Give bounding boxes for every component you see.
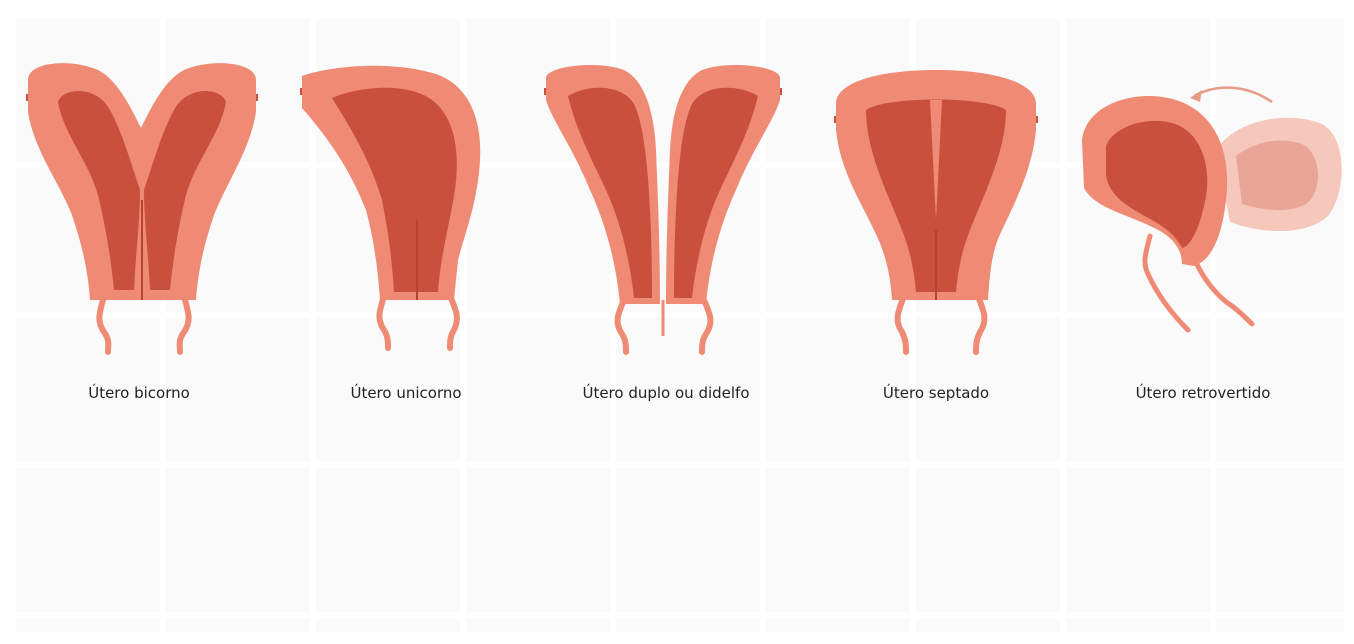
rotation-arrow [1194, 88, 1272, 102]
figure-didelfo [538, 0, 788, 420]
uterus-retrovertido-illustration [1066, 0, 1354, 380]
caption-didelfo: Útero duplo ou didelfo [582, 384, 749, 406]
uterus-unicorno-illustration [290, 0, 490, 380]
figure-septado [826, 0, 1046, 420]
caption-bicorno: Útero bicorno [88, 384, 190, 406]
figure-retrovertido [1066, 0, 1354, 420]
figure-bicorno [0, 0, 280, 420]
figure-unicorno [290, 0, 490, 420]
uterus-septado-illustration [826, 0, 1046, 380]
uterus-bicorno-illustration [0, 0, 280, 380]
uterus-didelfo-illustration [538, 0, 788, 380]
caption-unicorno: Útero unicorno [350, 384, 461, 406]
caption-retrovertido: Útero retrovertido [1136, 384, 1271, 406]
caption-septado: Útero septado [883, 384, 989, 406]
